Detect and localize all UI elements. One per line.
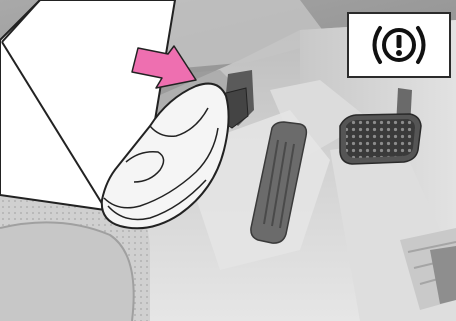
indicator-callout — [347, 12, 451, 78]
brake-pedal — [340, 114, 421, 164]
brake-warning-icon — [349, 14, 449, 76]
